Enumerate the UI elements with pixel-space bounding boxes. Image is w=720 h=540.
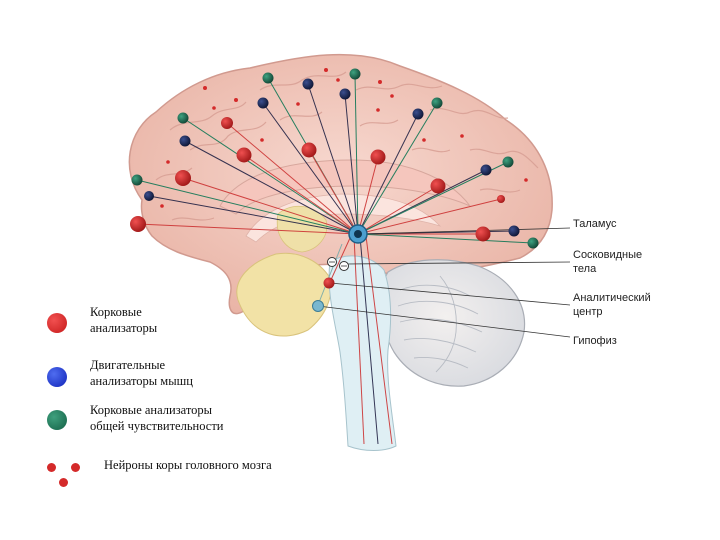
blue-node (257, 97, 269, 109)
green-node (131, 174, 143, 186)
blue-node (144, 191, 154, 201)
green-node (502, 156, 514, 168)
blue-node (412, 108, 424, 120)
label-mammillary-1: Сосковидные (573, 249, 642, 261)
red-node (301, 142, 317, 158)
green-node (527, 237, 539, 249)
motor-analyzer-nodes (144, 78, 520, 237)
red-node (175, 170, 191, 186)
red-node (236, 147, 252, 163)
thalamus-core (354, 230, 362, 238)
sensory-analyzer-nodes (131, 68, 539, 249)
blue-node (302, 78, 314, 90)
blue-node (179, 135, 191, 147)
red-node (221, 117, 233, 129)
fiber-lines (136, 73, 534, 445)
green-node (177, 112, 189, 124)
brainstem (328, 255, 397, 451)
green-node (262, 72, 274, 84)
blue-node (508, 225, 520, 237)
green-node (349, 68, 361, 80)
cortical-analyzer-nodes (130, 117, 505, 289)
corpus-callosum (219, 159, 472, 215)
red-node (430, 178, 446, 194)
label-mammillary-2: тела (573, 263, 597, 275)
cortex-neuron-dots (160, 68, 528, 208)
red-node (497, 195, 505, 203)
cerebellum-folds (397, 275, 483, 373)
green-node (431, 97, 443, 109)
red-node (370, 149, 386, 165)
label-analytic-2: центр (573, 306, 603, 318)
leader-lines (317, 227, 571, 338)
pituitary-node (312, 300, 324, 312)
blue-node (339, 88, 351, 100)
red-node (475, 226, 491, 242)
label-thalamus: Таламус (573, 218, 617, 230)
label-analytic-1: Аналитический (573, 292, 651, 304)
blue-node (480, 164, 492, 176)
label-pituitary: Гипофиз (573, 335, 617, 347)
red-node (323, 277, 335, 289)
cortex-gyri (155, 71, 539, 221)
red-node (130, 216, 146, 232)
